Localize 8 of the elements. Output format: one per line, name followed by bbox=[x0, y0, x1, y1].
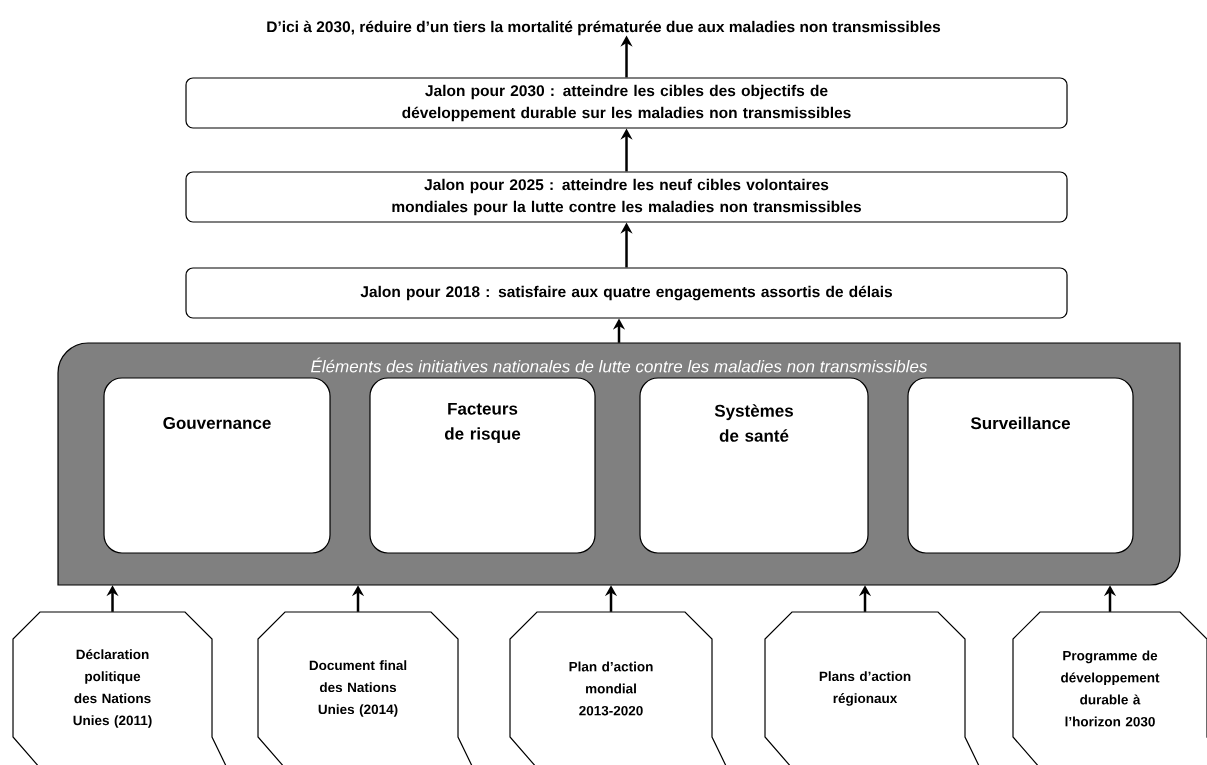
component-box: Systèmes de santé bbox=[639, 377, 869, 554]
goal-text: D’ici à 2030, réduire d’un tiers la mortalité prématurée due aux maladies non transmissibles bbox=[267, 20, 941, 36]
milestone-box: Jalon pour 2018 : satisfaire aux quatre engagements assortis de délais bbox=[185, 267, 1068, 319]
component-box: Facteurs de risque bbox=[369, 377, 596, 554]
component-box: Surveillance bbox=[907, 377, 1134, 554]
milestone-box: Jalon pour 2025 : atteindre les neuf cibles volontaires mondiales pour la lutte contre les maladies non transmissibles bbox=[185, 171, 1068, 223]
component-box: Gouvernance bbox=[103, 377, 331, 554]
milestone-box: Jalon pour 2030 : atteindre les cibles des objectifs de développement durable sur les maladies non transmissibles bbox=[185, 77, 1068, 129]
